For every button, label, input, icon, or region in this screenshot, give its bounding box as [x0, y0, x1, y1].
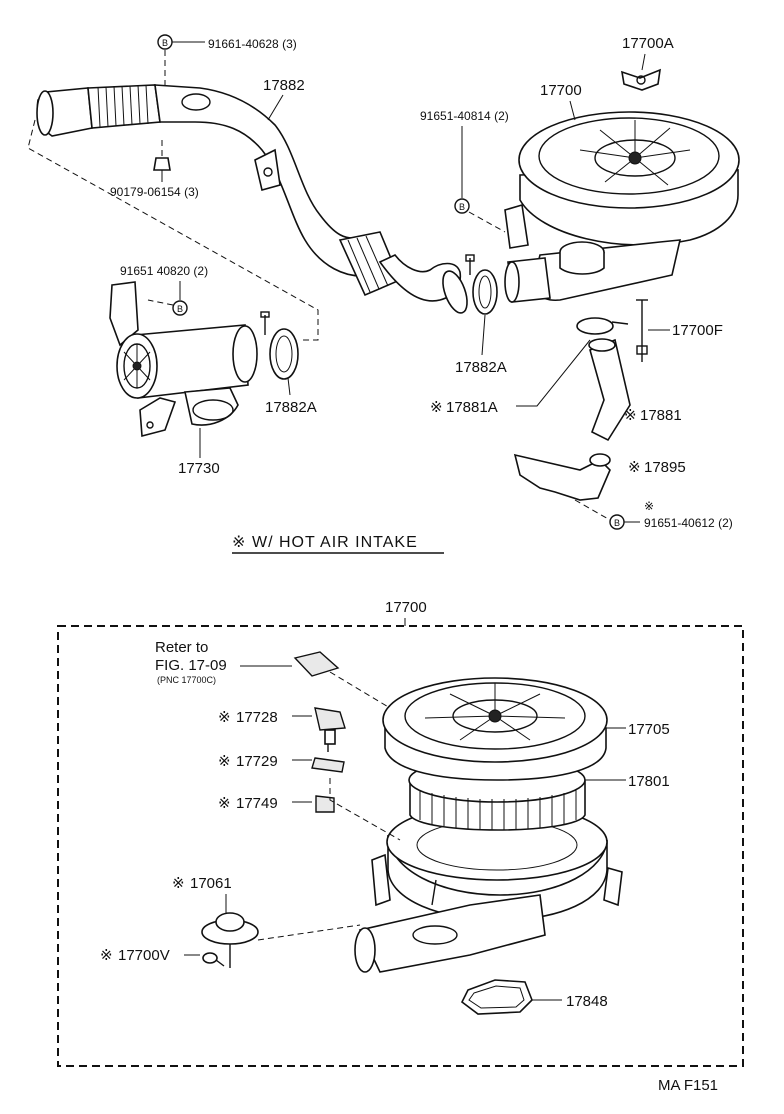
label-91651-40820: 91651 40820 (2)	[120, 264, 208, 278]
figure-code: MA F151	[658, 1077, 718, 1094]
star-17061: ※	[172, 875, 185, 892]
valve-assembly-17730	[109, 281, 270, 438]
label-90179-06154: 90179-06154 (3)	[110, 185, 199, 199]
label-17700V: 17700V	[118, 947, 170, 964]
clamp-17882A-left	[269, 328, 299, 380]
bolt-b-top-marker: B	[157, 34, 173, 50]
label-17729: 17729	[236, 753, 278, 770]
gasket-17848	[460, 979, 533, 1015]
stud-17700F	[636, 299, 648, 362]
refer-to-line1: Reter to	[155, 639, 208, 656]
star-17895: ※	[628, 459, 641, 476]
label-17700A: 17700A	[622, 35, 674, 52]
refer-to-line3: (PNC 17700C)	[157, 675, 216, 685]
label-17700-lower: 17700	[385, 599, 427, 616]
ring-clamp	[576, 317, 629, 335]
clip-17749	[315, 795, 335, 813]
star-17881: ※	[624, 407, 637, 424]
bolt-letter: B	[614, 518, 620, 528]
label-17882: 17882	[263, 77, 305, 94]
intake-hose-17882	[36, 84, 468, 314]
star-17881A: ※	[430, 399, 443, 416]
star-17749: ※	[218, 795, 231, 812]
bolt-b-mid-marker: B	[454, 198, 470, 214]
wing-nut-17700A	[620, 68, 661, 91]
label-17749: 17749	[236, 795, 278, 812]
bolt-letter: B	[162, 38, 168, 48]
valve-17700V	[202, 952, 225, 967]
label-plate-17700C	[293, 651, 340, 677]
star-17700V: ※	[100, 947, 113, 964]
label-17705: 17705	[628, 721, 670, 738]
label-91651-40612: 91651-40612 (2)	[644, 516, 733, 530]
label-17881: 17881	[640, 407, 682, 424]
heat-stove-17895	[513, 453, 611, 501]
hose-17881	[588, 338, 631, 442]
label-17801: 17801	[628, 773, 670, 790]
assembly-17700-frame	[57, 625, 744, 1067]
label-17061: 17061	[190, 875, 232, 892]
bolt-b-left-marker: B	[172, 300, 188, 316]
label-17700F: 17700F	[672, 322, 723, 339]
label-17730: 17730	[178, 460, 220, 477]
label-91661-40628: 91661-40628 (3)	[208, 37, 297, 51]
bolt-b-bottom-marker: B	[609, 514, 625, 530]
bolt-letter: B	[177, 304, 183, 314]
thermo-sensor-17061	[201, 912, 259, 968]
air-cleaner-17700-upper	[504, 111, 740, 303]
caption-star: ※	[232, 534, 246, 551]
label-17848: 17848	[566, 993, 608, 1010]
star-91651-40612: ※	[644, 499, 654, 513]
nut-90179	[153, 140, 171, 171]
caption-hot-air-intake: W/ HOT AIR INTAKE	[252, 534, 418, 551]
label-17881A: 17881A	[446, 399, 498, 416]
label-17700-upper: 17700	[540, 82, 582, 99]
air-cleaner-assembly-lower	[354, 677, 623, 973]
gasket-17729	[311, 757, 345, 773]
label-17882A-left: 17882A	[265, 399, 317, 416]
clamp-17882A-right	[465, 254, 498, 315]
label-91651-40814: 91651-40814 (2)	[420, 109, 509, 123]
refer-to-line2: FIG. 17-09	[155, 657, 227, 674]
sensor-17728	[314, 707, 346, 752]
label-17728: 17728	[236, 709, 278, 726]
bolt-letter: B	[459, 202, 465, 212]
label-17895: 17895	[644, 459, 686, 476]
star-17729: ※	[218, 753, 231, 770]
star-17728: ※	[218, 709, 231, 726]
label-17882A-right: 17882A	[455, 359, 507, 376]
